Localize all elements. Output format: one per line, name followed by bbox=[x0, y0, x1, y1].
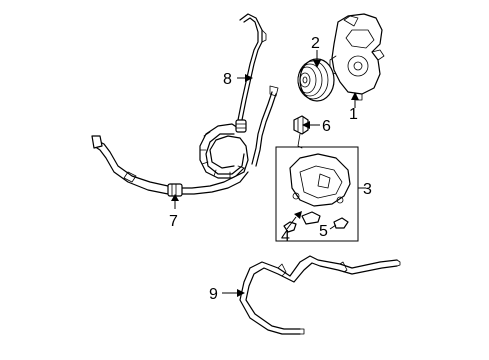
pump-part-1 bbox=[329, 13, 385, 101]
leader-lines bbox=[171, 50, 366, 297]
pulley-part-2 bbox=[297, 58, 335, 102]
reservoir-group-part-3 bbox=[275, 146, 359, 242]
callout-5: 5 bbox=[319, 223, 328, 240]
callout-7: 7 bbox=[169, 213, 178, 230]
callout-1: 1 bbox=[349, 106, 358, 123]
pressure-hose-part-8 bbox=[235, 13, 279, 167]
pressure-line-assembly-part-7 bbox=[91, 119, 249, 197]
callout-8: 8 bbox=[223, 71, 232, 88]
callout-2: 2 bbox=[311, 35, 320, 52]
callout-4: 4 bbox=[281, 228, 290, 245]
callout-6: 6 bbox=[322, 118, 331, 135]
return-pipe-part-9 bbox=[239, 255, 401, 335]
callout-3: 3 bbox=[363, 181, 372, 198]
callout-9: 9 bbox=[209, 286, 218, 303]
fitting-part-6 bbox=[293, 115, 309, 149]
